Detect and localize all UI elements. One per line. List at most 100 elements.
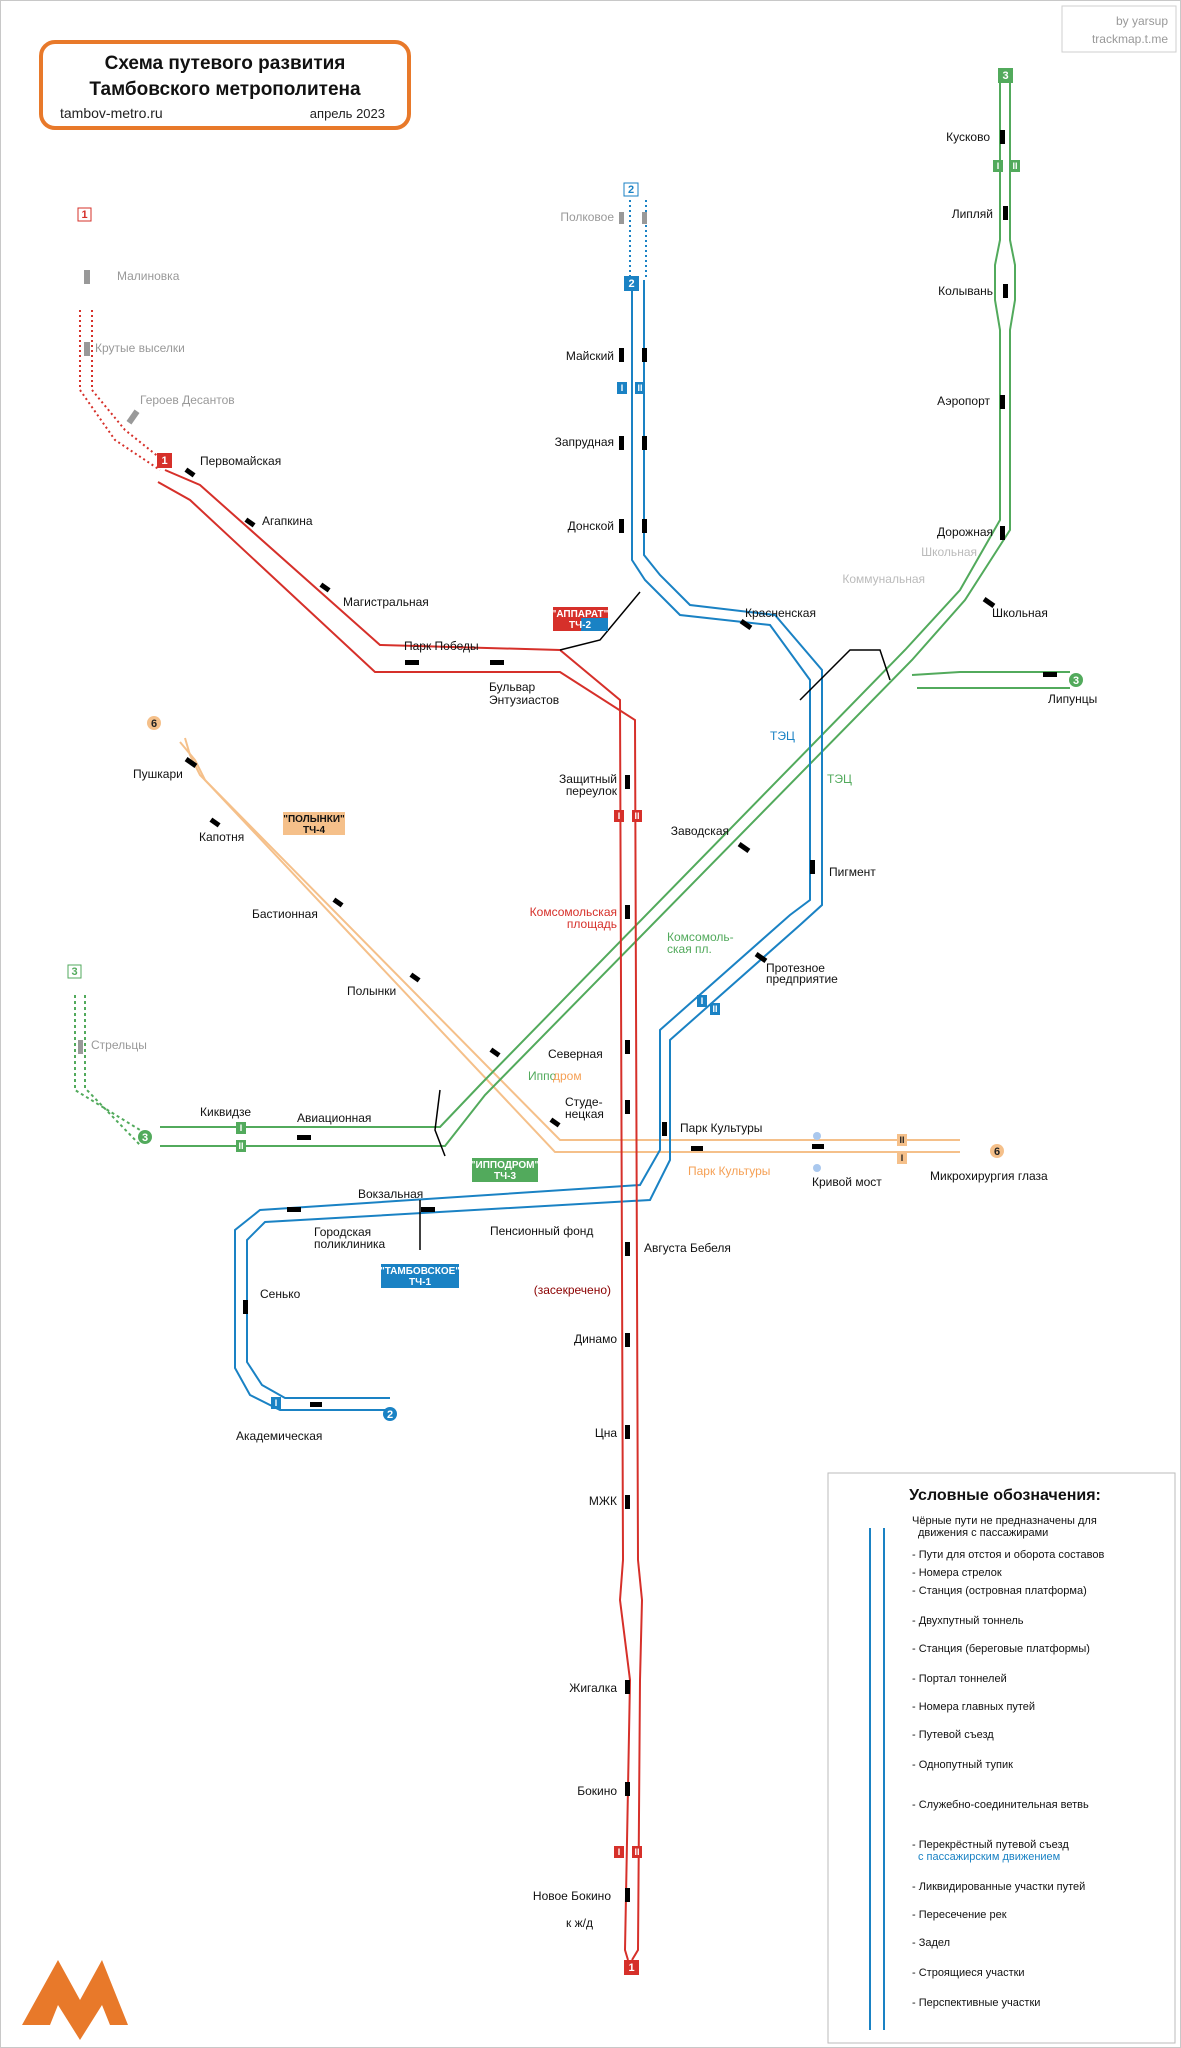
label-kommun[interactable]: Коммунальная bbox=[842, 572, 925, 586]
label-agapkina[interactable]: Агапкина bbox=[262, 514, 313, 528]
line1-track-b bbox=[157, 481, 644, 1961]
label-kapotnya[interactable]: Капотня bbox=[199, 830, 244, 844]
line-6 bbox=[179, 737, 960, 1153]
portal-line2-c-num: I bbox=[701, 996, 704, 1006]
portal-line2-e-num: I bbox=[275, 1398, 278, 1408]
station-platform-mark bbox=[625, 1040, 630, 1054]
label-nov-bokino[interactable]: Новое Бокино bbox=[533, 1889, 611, 1903]
label-komsomol2[interactable]: площадь bbox=[567, 917, 617, 931]
label-pervomay[interactable]: Первомайская bbox=[200, 454, 281, 468]
label-mayskiy[interactable]: Майский bbox=[566, 349, 614, 363]
station-platform-mark bbox=[297, 1135, 311, 1140]
legend-item: - Пересечение рек bbox=[912, 1909, 1007, 1921]
label-stud1[interactable]: Студе- bbox=[565, 1095, 603, 1109]
label-shkolnaya[interactable]: Школьная bbox=[992, 606, 1048, 620]
line-3 bbox=[74, 80, 1070, 1147]
label-dinamo[interactable]: Динамо bbox=[574, 1332, 617, 1346]
station-platform-mark bbox=[739, 619, 753, 630]
label-zavod[interactable]: Заводская bbox=[671, 824, 729, 838]
label-zaschit1[interactable]: Защитный bbox=[559, 772, 617, 786]
label-protez1[interactable]: Протезное bbox=[766, 961, 825, 975]
label-ippo2[interactable]: дром bbox=[553, 1069, 582, 1083]
label-protez2[interactable]: предприятие bbox=[766, 972, 838, 986]
legend-box bbox=[827, 1472, 1176, 2044]
label-kompl2[interactable]: ская пл. bbox=[667, 942, 712, 956]
label-tec2[interactable]: ТЭЦ bbox=[770, 729, 795, 743]
label-geroev[interactable]: Героев Десантов bbox=[140, 393, 235, 407]
portal-line1-b bbox=[632, 810, 642, 822]
label-aviac[interactable]: Авиационная bbox=[297, 1111, 371, 1125]
station-platform-mark bbox=[84, 270, 90, 284]
label-kolyvan[interactable]: Колывань bbox=[938, 284, 993, 298]
label-bokino[interactable]: Бокино bbox=[577, 1784, 617, 1798]
label-dorozh[interactable]: Дорожная bbox=[937, 525, 993, 539]
label-vokzal[interactable]: Вокзальная bbox=[358, 1187, 423, 1201]
station-platform-mark bbox=[184, 467, 196, 478]
label-krasnen[interactable]: Красненская bbox=[745, 606, 816, 620]
station-platform-mark bbox=[625, 905, 630, 919]
label-pushkari[interactable]: Пушкари bbox=[133, 767, 183, 781]
service-tracks bbox=[419, 591, 891, 1250]
label-stud2[interactable]: нецкая bbox=[565, 1107, 604, 1121]
label-pigment[interactable]: Пигмент bbox=[829, 865, 876, 879]
depot-tambovskoe[interactable]: "ТАМБОВСКОЕ" ТЧ-1 bbox=[380, 1264, 460, 1288]
label-ippo1[interactable]: Иппо bbox=[528, 1069, 557, 1083]
label-pension[interactable]: Пенсионный фонд bbox=[490, 1224, 593, 1238]
label-magistr[interactable]: Магистральная bbox=[343, 595, 429, 609]
line1-prospective-b bbox=[91, 310, 166, 463]
label-kuskovo[interactable]: Кусково bbox=[946, 130, 990, 144]
depot-apparat[interactable]: "АППАРАТ" ТЧ-2 bbox=[552, 607, 609, 631]
label-aeroport[interactable]: Аэропорт bbox=[937, 394, 990, 408]
label-zaschit2[interactable]: переулок bbox=[566, 784, 618, 798]
label-kikv[interactable]: Киквидзе bbox=[200, 1105, 251, 1119]
label-zaprud[interactable]: Запрудная bbox=[555, 435, 614, 449]
station-platform-mark bbox=[810, 860, 815, 874]
badge-3-east bbox=[1069, 673, 1083, 687]
depot-apparat-box2 bbox=[581, 618, 608, 631]
label-cna[interactable]: Цна bbox=[595, 1426, 618, 1440]
line1-track-a bbox=[164, 469, 632, 1961]
label-park-kult[interactable]: Парк Культуры bbox=[680, 1121, 762, 1135]
badge-2-south bbox=[383, 1407, 397, 1421]
label-polkovoe[interactable]: Полковое bbox=[560, 210, 614, 224]
label-shkol-p[interactable]: Школьная bbox=[921, 545, 977, 559]
label-entuz[interactable]: Энтузиастов bbox=[489, 693, 559, 707]
station-platform-mark bbox=[243, 1300, 248, 1314]
label-senko[interactable]: Сенько bbox=[260, 1287, 301, 1301]
depot-polynki[interactable]: "ПОЛЫНКИ" ТЧ-4 bbox=[283, 812, 345, 836]
title-line2: Тамбовского метрополитена bbox=[89, 79, 361, 100]
label-mzhk[interactable]: МЖК bbox=[589, 1494, 617, 1508]
badge-1-north bbox=[157, 453, 172, 468]
label-akadem[interactable]: Академическая bbox=[236, 1429, 322, 1443]
label-kriv[interactable]: Кривой мост bbox=[812, 1175, 882, 1189]
label-zhigalka[interactable]: Жигалка bbox=[569, 1681, 617, 1695]
label-bulvar[interactable]: Бульвар bbox=[489, 680, 536, 694]
credits-channel[interactable]: trackmap.t.me bbox=[1092, 32, 1168, 46]
label-lipuncy[interactable]: Липунцы bbox=[1048, 692, 1097, 706]
label-strelcy[interactable]: Стрельцы bbox=[91, 1038, 147, 1052]
badge-3-prospective-text: 3 bbox=[71, 966, 77, 978]
label-donskoy[interactable]: Донской bbox=[568, 519, 614, 533]
label-liplyay[interactable]: Липляй bbox=[952, 207, 993, 221]
label-gorpol1[interactable]: Городская bbox=[314, 1225, 371, 1239]
label-krutye[interactable]: Крутые выселки bbox=[95, 341, 185, 355]
label-park-kult6[interactable]: Парк Культуры bbox=[688, 1164, 770, 1178]
label-kompl1[interactable]: Комсомоль- bbox=[667, 930, 734, 944]
label-mikro[interactable]: Микрохирургия глаза bbox=[930, 1169, 1048, 1183]
station-platform-mark bbox=[619, 519, 624, 533]
label-tec3[interactable]: ТЭЦ bbox=[827, 772, 852, 786]
label-malinovka[interactable]: Малиновка bbox=[117, 269, 180, 283]
site-link[interactable]: tambov-metro.ru bbox=[60, 105, 163, 121]
label-avg-bebel[interactable]: Августа Бебеля bbox=[644, 1241, 731, 1255]
label-severnaya[interactable]: Северная bbox=[548, 1047, 603, 1061]
label-gorpol2[interactable]: поликлиника bbox=[314, 1237, 386, 1251]
depot-ippodrom[interactable]: "ИППОДРОМ" ТЧ-3 bbox=[471, 1158, 540, 1182]
label-komsomol1[interactable]: Комсомольская bbox=[530, 905, 617, 919]
label-bastion[interactable]: Бастионная bbox=[252, 907, 318, 921]
label-polynki[interactable]: Полынки bbox=[347, 984, 396, 998]
station-platform-mark bbox=[310, 1402, 322, 1407]
legend-item: - Служебно-соединительная ветвь bbox=[912, 1799, 1089, 1811]
label-park-pobedy[interactable]: Парк Победы bbox=[404, 639, 479, 653]
portal-line2-b bbox=[635, 382, 645, 394]
portal-line1-d bbox=[632, 1846, 642, 1858]
